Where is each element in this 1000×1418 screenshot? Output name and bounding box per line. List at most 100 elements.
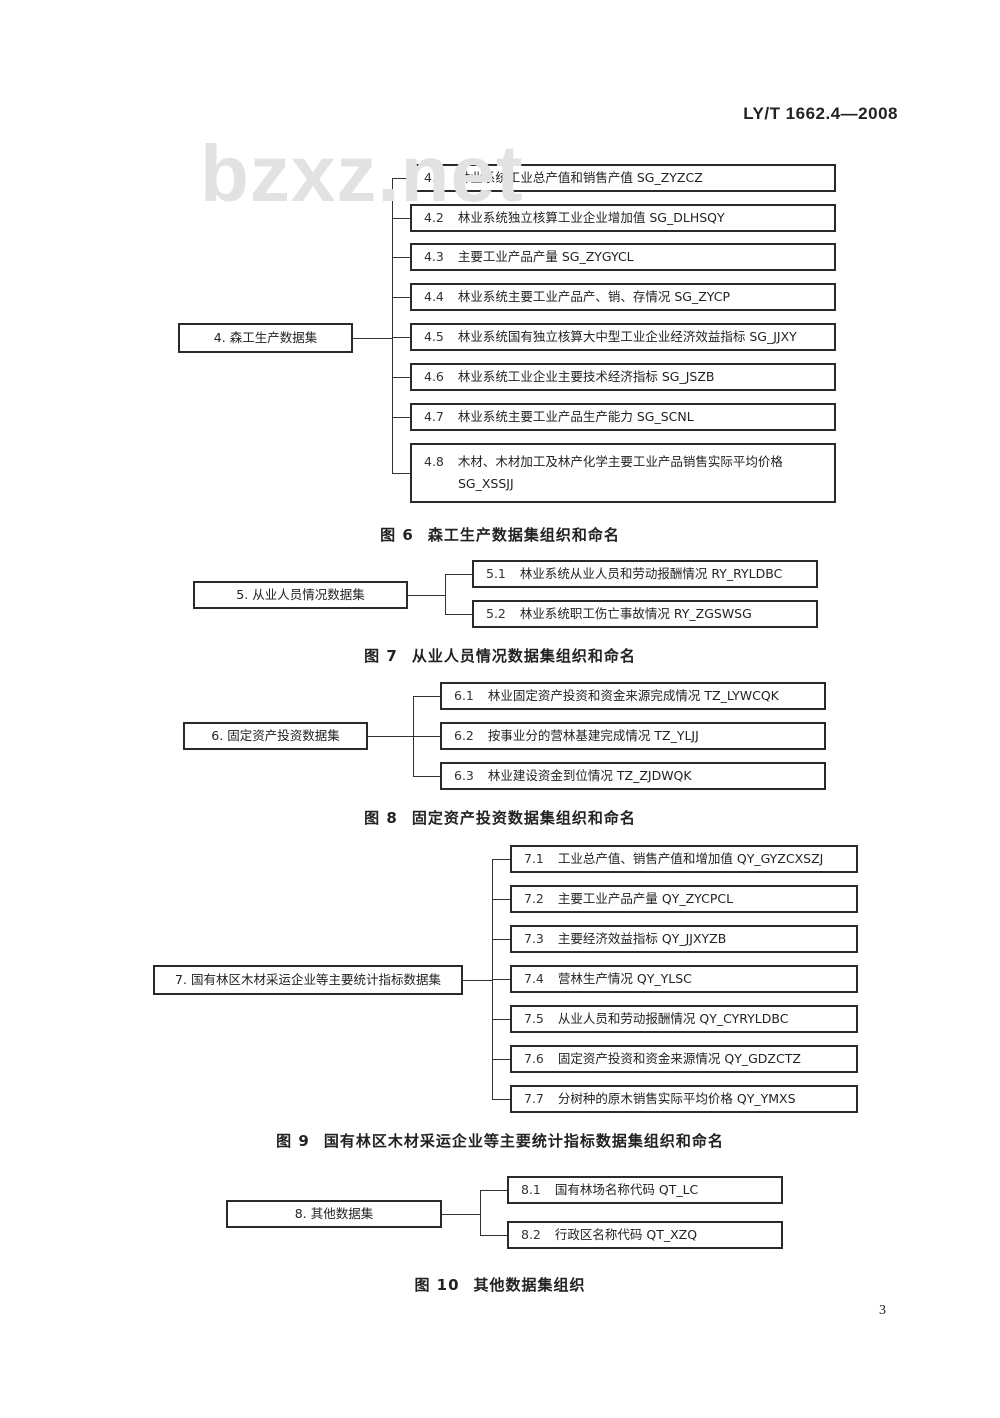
connector-branch — [492, 898, 510, 900]
item-label: 木材、木材加工及林产化学主要工业产品销售实际平均价格 — [457, 454, 783, 469]
dataset-item-box: 7.4 营林生产情况 QY_YLSC — [510, 965, 858, 993]
page-number: 3 — [879, 1303, 886, 1318]
item-label: 林业固定资产投资和资金来源完成情况 TZ_LYWCQK — [487, 688, 779, 703]
connector-bus — [392, 178, 393, 473]
connector-branch — [392, 376, 410, 378]
dataset-item-box: 4.2 林业系统独立核算工业企业增加值 SG_DLHSQY — [410, 204, 836, 232]
item-label: 林业系统主要工业产品产、销、存情况 SG_ZYCP — [457, 289, 731, 304]
item-code: SG_XSSJJ — [458, 476, 514, 491]
item-label: 林业系统国有独立核算大中型工业企业经济效益指标 SG_JJXY — [457, 329, 797, 344]
item-label: 按事业分的营林基建完成情况 TZ_YLJJ — [487, 728, 699, 743]
figure-title: 从业人员情况数据集组织和命名 — [411, 647, 636, 665]
dataset-item-box: 8.2 行政区名称代码 QT_XZQ — [507, 1221, 783, 1249]
connector-line — [442, 1213, 480, 1215]
connector-bus — [445, 574, 446, 614]
connector-bus — [480, 1190, 481, 1235]
dataset-item-box: 7.6 固定资产投资和资金来源情况 QY_GDZCTZ — [510, 1045, 858, 1073]
connector-line — [408, 594, 445, 596]
connector-branch — [413, 775, 440, 777]
item-label: 工业总产值、销售产值和增加值 QY_GYZCXSZJ — [557, 851, 824, 866]
figure-caption: 图 7 从业人员情况数据集组织和命名 — [0, 645, 1000, 666]
connector-line — [368, 735, 413, 737]
item-number: 6.3 — [454, 768, 474, 783]
item-label: 主要工业产品产量 QY_ZYCPCL — [557, 891, 734, 906]
figure-caption: 图 10 其他数据集组织 — [0, 1274, 1000, 1295]
item-number: 4.2 — [424, 210, 444, 225]
item-number: 7.6 — [524, 1051, 544, 1066]
figure-number: 图 10 — [414, 1276, 460, 1294]
dataset-root-box: 6. 固定资产投资数据集 — [183, 722, 368, 750]
item-label: 林业系统工业企业主要技术经济指标 SG_JSZB — [457, 369, 715, 384]
connector-branch — [413, 735, 440, 737]
item-label: 主要经济效益指标 QY_JJXYZB — [557, 931, 727, 946]
figure-title: 国有林区木材采运企业等主要统计指标数据集组织和命名 — [323, 1132, 724, 1150]
item-label: 林业系统独立核算工业企业增加值 SG_DLHSQY — [457, 210, 725, 225]
connector-branch — [445, 573, 472, 575]
dataset-root-box: 4. 森工生产数据集 — [178, 323, 353, 353]
figure-caption: 图 6 森工生产数据集组织和命名 — [0, 524, 1000, 545]
connector-branch — [413, 695, 440, 697]
connector-branch — [492, 858, 510, 860]
connector-line — [353, 337, 392, 339]
connector-line — [463, 979, 492, 981]
figure-number: 图 9 — [276, 1132, 310, 1150]
item-number: 4.6 — [424, 369, 444, 384]
dataset-item-box: 7.5 从业人员和劳动报酬情况 QY_CYRYLDBC — [510, 1005, 858, 1033]
connector-branch — [392, 296, 410, 298]
connector-branch — [392, 217, 410, 219]
dataset-item-box: 6.2 按事业分的营林基建完成情况 TZ_YLJJ — [440, 722, 826, 750]
connector-branch — [492, 1018, 510, 1020]
item-number: 4.8 — [424, 454, 444, 469]
item-label: 林业系统工业总产值和销售产值 SG_ZYZCZ — [457, 170, 703, 185]
item-number: 4.3 — [424, 249, 444, 264]
item-label: 行政区名称代码 QT_XZQ — [554, 1227, 698, 1242]
connector-branch — [492, 1098, 510, 1100]
dataset-item-box: 4.6 林业系统工业企业主要技术经济指标 SG_JSZB — [410, 363, 836, 391]
figure-number: 图 8 — [364, 809, 398, 827]
item-number: 6.1 — [454, 688, 474, 703]
connector-branch — [480, 1189, 507, 1191]
item-number: 7.7 — [524, 1091, 544, 1106]
item-label: 林业系统主要工业产品生产能力 SG_SCNL — [457, 409, 694, 424]
item-number: 7.3 — [524, 931, 544, 946]
item-label: 林业系统职工伤亡事故情况 RY_ZGSWSG — [519, 606, 752, 621]
item-label: 从业人员和劳动报酬情况 QY_CYRYLDBC — [557, 1011, 789, 1026]
connector-branch — [392, 416, 410, 418]
item-number: 7.1 — [524, 851, 544, 866]
connector-branch — [492, 1058, 510, 1060]
dataset-root-box: 5. 从业人员情况数据集 — [193, 581, 408, 609]
item-label: 主要工业产品产量 SG_ZYGYCL — [457, 249, 634, 264]
dataset-item-box: 7.1 工业总产值、销售产值和增加值 QY_GYZCXSZJ — [510, 845, 858, 873]
item-label: 国有林场名称代码 QT_LC — [554, 1182, 699, 1197]
item-number: 7.5 — [524, 1011, 544, 1026]
figure-number: 图 6 — [380, 526, 414, 544]
figure-title: 森工生产数据集组织和命名 — [427, 526, 620, 544]
connector-branch — [392, 336, 410, 338]
item-label: 营林生产情况 QY_YLSC — [557, 971, 692, 986]
connector-branch — [492, 978, 510, 980]
dataset-item-box: 6.1 林业固定资产投资和资金来源完成情况 TZ_LYWCQK — [440, 682, 826, 710]
item-number: 7.4 — [524, 971, 544, 986]
figure-title: 其他数据集组织 — [473, 1276, 586, 1294]
item-number: 6.2 — [454, 728, 474, 743]
item-label: 固定资产投资和资金来源情况 QY_GDZCTZ — [557, 1051, 801, 1066]
connector-branch — [445, 613, 472, 615]
dataset-item-box: 7.2 主要工业产品产量 QY_ZYCPCL — [510, 885, 858, 913]
standard-code: LY/T 1662.4—2008 — [743, 104, 898, 123]
dataset-item-box: 4.8 木材、木材加工及林产化学主要工业产品销售实际平均价格 SG_XSSJJ — [410, 443, 836, 503]
item-number: 8.2 — [521, 1227, 541, 1242]
connector-branch — [492, 938, 510, 940]
dataset-item-box: 7.3 主要经济效益指标 QY_JJXYZB — [510, 925, 858, 953]
item-number: 7.2 — [524, 891, 544, 906]
figure-number: 图 7 — [364, 647, 398, 665]
